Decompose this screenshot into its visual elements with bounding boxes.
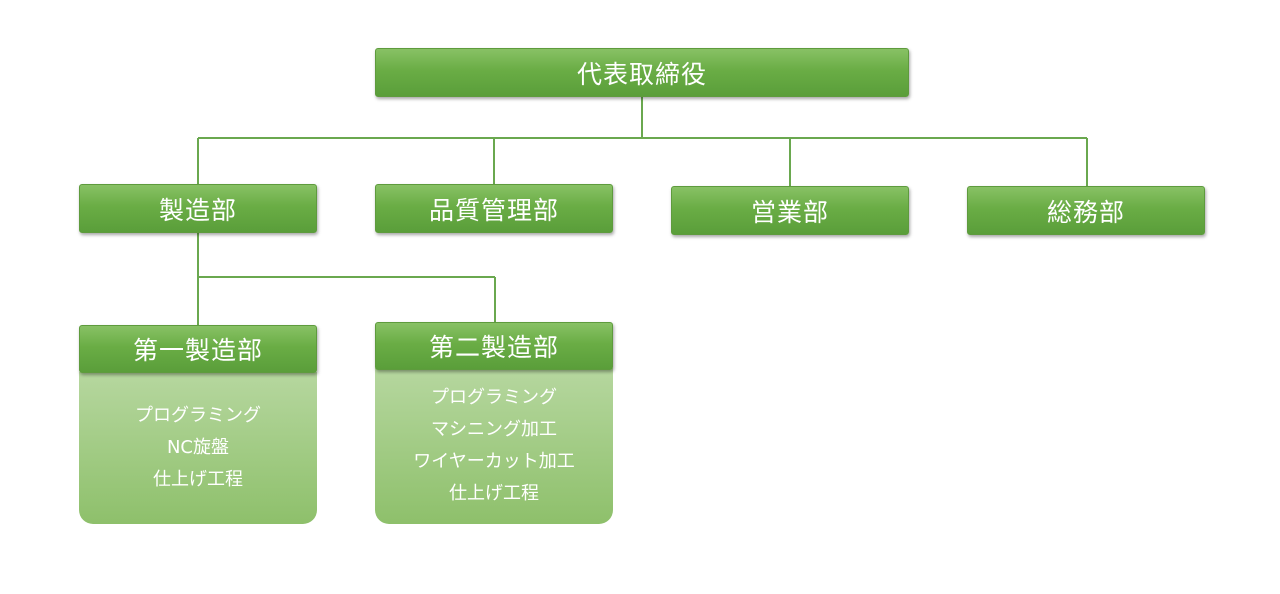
sub-box-second-manufacturing: 第二製造部: [375, 322, 613, 370]
task-item: マシニング加工: [431, 419, 557, 440]
task-item: NC旋盤: [166, 437, 230, 458]
sub-panel-1: プログラミング NC旋盤 仕上げ工程: [79, 372, 317, 524]
dept-box-manufacturing: 製造部: [79, 184, 317, 233]
task-item: ワイヤーカット加工: [413, 451, 575, 472]
dept-box-quality: 品質管理部: [375, 184, 613, 233]
task-item: 仕上げ工程: [449, 483, 539, 504]
task-item: プログラミング: [431, 387, 557, 408]
task-item: 仕上げ工程: [153, 469, 243, 490]
dept-box-general-affairs: 総務部: [967, 186, 1205, 235]
sub-box-first-manufacturing: 第一製造部: [79, 325, 317, 373]
root-box: 代表取締役: [375, 48, 909, 97]
task-item: プログラミング: [135, 405, 261, 426]
dept-box-sales: 営業部: [671, 186, 909, 235]
sub-panel-2: プログラミング マシニング加工 ワイヤーカット加工 仕上げ工程: [375, 368, 613, 524]
